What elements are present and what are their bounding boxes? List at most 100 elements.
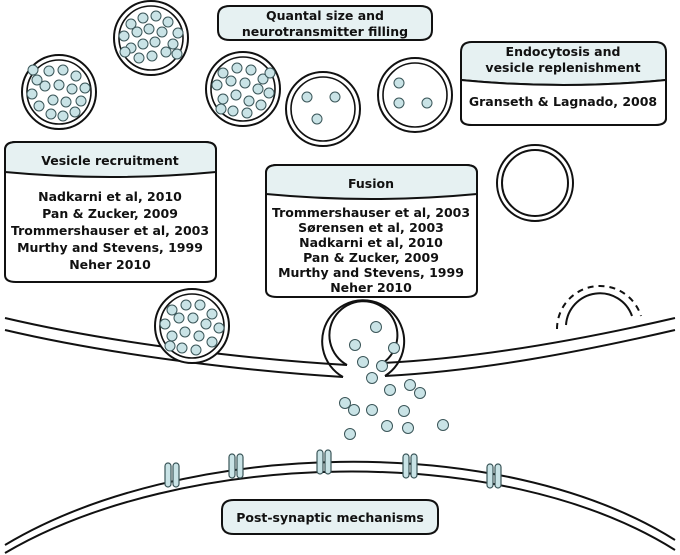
transmitter-particle (194, 299, 206, 311)
postsynaptic-membrane (4, 460, 676, 554)
transmitter-particle (43, 65, 55, 77)
endocytic-pit-icon (556, 284, 642, 330)
transmitter-particle (146, 50, 158, 62)
transmitter-particle (45, 108, 57, 120)
postsynaptic-box: Post-synaptic mechanisms (221, 499, 439, 535)
transmitter-particle (398, 405, 410, 417)
transmitter-particle (31, 74, 43, 86)
vesicle-full-icon (113, 0, 189, 76)
transmitter-particle (149, 36, 161, 48)
transmitter-particle (143, 23, 155, 35)
transmitter-particle (119, 46, 131, 58)
transmitter-particle (213, 322, 225, 334)
transmitter-particle (118, 30, 130, 42)
transmitter-particle (166, 304, 178, 316)
transmitter-particle (131, 26, 143, 38)
endocytosis-header-1: Endocytosis and (506, 44, 621, 59)
transmitter-particle (187, 312, 199, 324)
transmitter-particle (241, 107, 253, 119)
transmitter-particle (245, 64, 257, 76)
transmitter-particle (70, 70, 82, 82)
transmitter-particle (370, 321, 382, 333)
fusion-ref-6: Neher 2010 (330, 280, 412, 295)
transmitter-particle (404, 379, 416, 391)
fusion-ref-1: Trommershauser et al, 2003 (272, 205, 470, 220)
transmitter-particle (176, 342, 188, 354)
transmitter-particle (225, 75, 237, 87)
transmitter-particle (211, 79, 223, 91)
transmitter-particle (137, 38, 149, 50)
transmitter-particle (357, 356, 369, 368)
transmitter-particle (164, 340, 176, 352)
transmitter-particle (393, 97, 405, 109)
presynaptic-membrane (4, 317, 676, 378)
fusion-pore-icon (321, 299, 406, 378)
transmitter-particle (156, 26, 168, 38)
transmitter-particle (230, 89, 242, 101)
transmitter-particle (329, 91, 341, 103)
transmitter-particle (206, 308, 218, 320)
transmitter-particle (376, 360, 388, 372)
transmitter-particle (166, 330, 178, 342)
transmitter-particle (180, 299, 192, 311)
transmitter-particle (133, 52, 145, 64)
fusion-box: Fusion Trommershauser et al, 2003 Sørens… (265, 164, 478, 298)
quantal-label-2: neurotransmitter filling (242, 24, 408, 39)
transmitter-particle (257, 73, 269, 85)
transmitter-particle (159, 318, 171, 330)
transmitter-particle (75, 95, 87, 107)
endocytosis-box: Endocytosis and vesicle replenishment Gr… (460, 41, 667, 126)
fusion-ref-4: Pan & Zucker, 2009 (303, 250, 439, 265)
transmitter-particle (217, 67, 229, 79)
transmitter-particle (190, 344, 202, 356)
transmitter-particle (388, 342, 400, 354)
vesicle-full-icon (21, 54, 97, 130)
transmitter-particle (162, 16, 174, 28)
transmitter-particle (200, 318, 212, 330)
transmitter-particle (252, 83, 264, 95)
transmitter-particle (311, 113, 323, 125)
transmitter-particle (79, 82, 91, 94)
transmitter-particle (231, 62, 243, 74)
transmitter-particle (344, 428, 356, 440)
vesicle-partial-icon (285, 71, 361, 147)
transmitter-particle (349, 339, 361, 351)
transmitter-particle (172, 27, 184, 39)
transmitter-particle (339, 397, 351, 409)
receptor-channel-icon (164, 449, 502, 489)
fusion-header: Fusion (348, 176, 394, 191)
transmitter-particle (255, 99, 267, 111)
transmitter-particle (215, 103, 227, 115)
transmitter-particle (171, 48, 183, 60)
transmitter-particle (33, 100, 45, 112)
recruitment-ref-2: Pan & Zucker, 2009 (42, 206, 178, 221)
vesicle-full-icon (205, 51, 281, 127)
transmitter-particle (227, 105, 239, 117)
transmitter-particle (150, 10, 162, 22)
vesicle-partial-icon (377, 57, 453, 133)
transmitter-particle (437, 419, 449, 431)
vesicle-full-icon (154, 288, 230, 364)
recruitment-ref-3: Trommershauser et al, 2003 (11, 223, 209, 238)
transmitter-particle (60, 96, 72, 108)
transmitter-particle (125, 18, 137, 30)
transmitter-particle (206, 336, 218, 348)
transmitter-particle (263, 87, 275, 99)
endocytosis-ref-1: Granseth & Lagnado, 2008 (469, 94, 657, 109)
recruitment-ref-5: Neher 2010 (69, 257, 151, 272)
transmitter-particle (366, 372, 378, 384)
transmitter-particle (47, 94, 59, 106)
fusion-ref-5: Murthy and Stevens, 1999 (278, 265, 464, 280)
transmitter-particle (137, 12, 149, 24)
transmitter-particle (402, 422, 414, 434)
postsynaptic-label: Post-synaptic mechanisms (236, 510, 424, 525)
transmitter-particle (39, 80, 51, 92)
transmitter-particle (264, 67, 276, 79)
transmitter-particle (69, 106, 81, 118)
transmitter-particle (167, 38, 179, 50)
transmitter-particle (393, 77, 405, 89)
vesicle-empty-icon (496, 144, 574, 222)
recruitment-header: Vesicle recruitment (41, 153, 178, 168)
fusion-ref-3: Nadkarni et al, 2010 (299, 235, 443, 250)
